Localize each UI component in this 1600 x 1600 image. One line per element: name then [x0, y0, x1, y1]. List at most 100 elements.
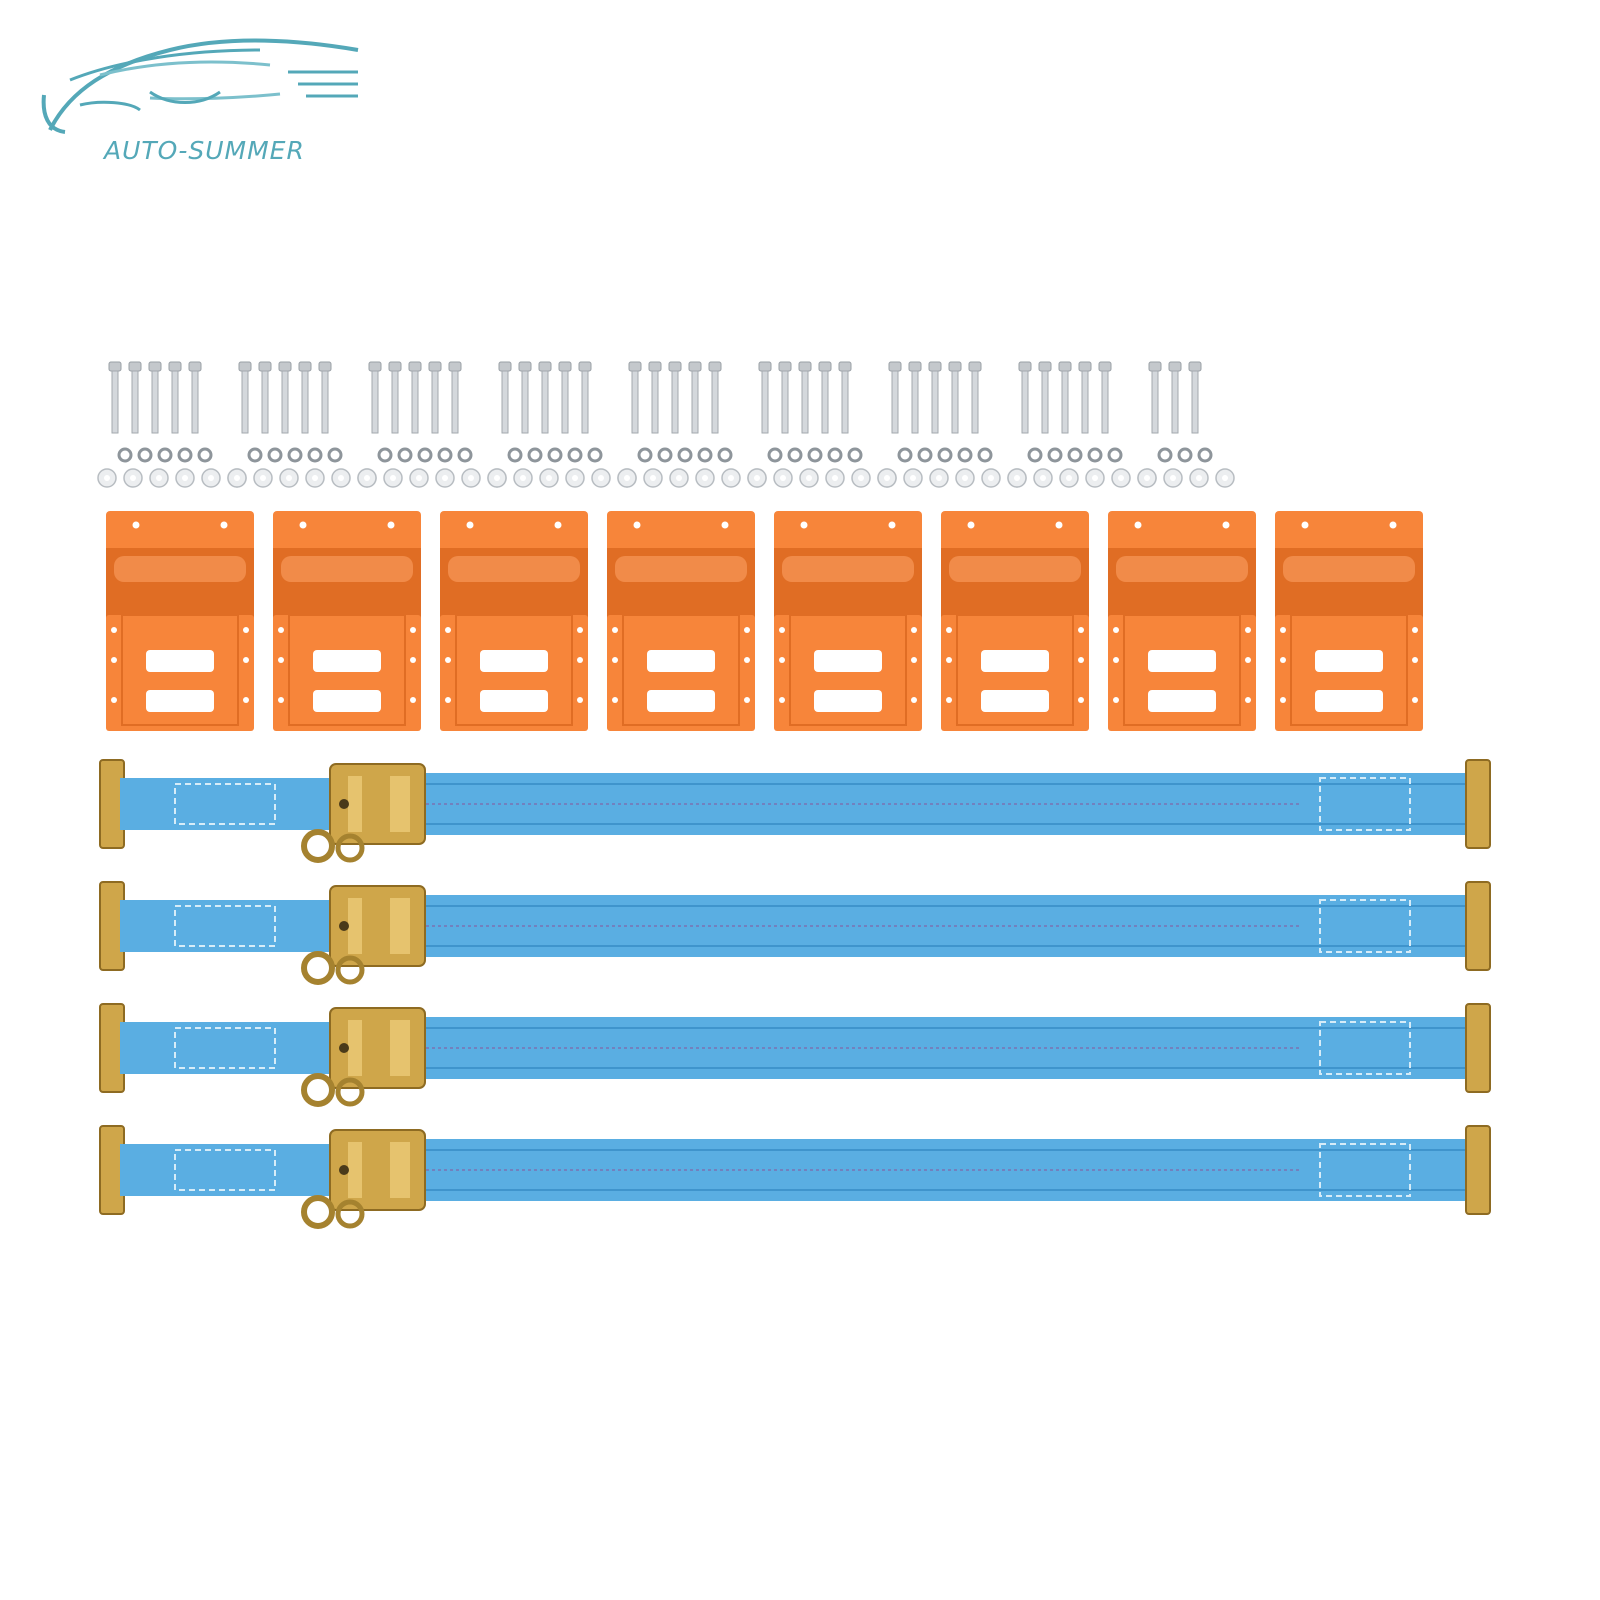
ratchet-strap [99, 759, 1491, 863]
lock-nut [657, 447, 673, 463]
bracket-hole [111, 657, 117, 663]
bolt-group [357, 361, 507, 488]
bracket-inner-frame [121, 614, 239, 726]
bolt-shank [631, 370, 639, 434]
e-track-slot [480, 690, 548, 712]
bracket-hole [744, 697, 750, 703]
ratchet-gear [301, 1195, 335, 1229]
bracket-inner-frame [622, 614, 740, 726]
lock-nut [307, 447, 323, 463]
bolt-head [1038, 361, 1052, 372]
e-track-slot [1148, 650, 1216, 672]
right-e-fitting [1465, 1125, 1491, 1215]
ratchet-gear [301, 951, 335, 985]
bolt-shank [821, 370, 829, 434]
bracket-hole [779, 697, 785, 703]
bracket-highlight [949, 556, 1081, 582]
washer-hole [494, 475, 500, 481]
bracket-hole [1245, 697, 1251, 703]
bolt-head [238, 361, 252, 372]
ratchet-pivot [339, 921, 349, 931]
washer-hole [468, 475, 474, 481]
bolt-head [778, 361, 792, 372]
bolt-shank [171, 370, 179, 434]
orange-bracket [1108, 511, 1256, 731]
bracket-hole [1078, 627, 1084, 633]
lock-nut [197, 447, 213, 463]
bolt-shank [561, 370, 569, 434]
bracket-hole [243, 697, 249, 703]
short-strap-section [120, 778, 345, 830]
bolt-head [1188, 361, 1202, 372]
ratchet-plate [390, 776, 410, 832]
ratchet-pivot [339, 799, 349, 809]
lock-nut [1197, 447, 1213, 463]
bracket-hole [911, 627, 917, 633]
bolt-head [888, 361, 902, 372]
washer-hole [208, 475, 214, 481]
ratchet-gear [335, 955, 365, 985]
bolt-head [148, 361, 162, 372]
bracket-hole [111, 627, 117, 633]
bracket-hole [577, 697, 583, 703]
bracket-inner-frame [1123, 614, 1241, 726]
orange-bracket [607, 511, 755, 731]
washer-hole [884, 475, 890, 481]
bolt-head [428, 361, 442, 372]
bolt-shank [301, 370, 309, 434]
bracket-top-flange [607, 511, 755, 556]
bracket-highlight [782, 556, 914, 582]
ratchet-strap [99, 881, 1491, 985]
bracket-top-flange [106, 511, 254, 556]
bracket-hole [744, 657, 750, 663]
lock-nut [697, 447, 713, 463]
bolt-shank [111, 370, 119, 434]
bolt-head [1058, 361, 1072, 372]
lock-nut [1067, 447, 1083, 463]
stitch-pattern [174, 1149, 276, 1191]
bolt-shank [451, 370, 459, 434]
ratchet-strap [99, 1003, 1491, 1107]
lock-nut [717, 447, 733, 463]
bracket-top-flange [774, 511, 922, 556]
washer-hole [650, 475, 656, 481]
bracket-hole [410, 627, 416, 633]
stitch-pattern [174, 783, 276, 825]
bolt-shank [391, 370, 399, 434]
bolt-head [758, 361, 772, 372]
bracket-top-flange [1275, 511, 1423, 556]
washer-hole [858, 475, 864, 481]
bracket-hole [387, 521, 395, 529]
bracket-hole [946, 657, 952, 663]
ratchet-handle [348, 776, 362, 832]
bracket-hole [779, 627, 785, 633]
bracket-hole [1280, 627, 1286, 633]
washer-hole [546, 475, 552, 481]
bracket-hole [445, 697, 451, 703]
orange-bracket [774, 511, 922, 731]
washer-hole [936, 475, 942, 481]
bolt-head [188, 361, 202, 372]
bracket-hole [1113, 627, 1119, 633]
bolt-shank [1171, 370, 1179, 434]
ratchet-handle [348, 898, 362, 954]
bracket-hole [612, 627, 618, 633]
washer-hole [1170, 475, 1176, 481]
washer-hole [728, 475, 734, 481]
bolt-shank [911, 370, 919, 434]
washer-hole [1040, 475, 1046, 481]
lock-nut [177, 447, 193, 463]
bracket-hole [1301, 521, 1309, 529]
bracket-hole [1222, 521, 1230, 529]
e-track-slot [814, 690, 882, 712]
bracket-hole [779, 657, 785, 663]
bracket-plate [1275, 615, 1423, 731]
bolt-shank [131, 370, 139, 434]
bracket-plate [1108, 615, 1256, 731]
washer-hole [962, 475, 968, 481]
washer-hole [364, 475, 370, 481]
bolt-head [168, 361, 182, 372]
stitch-pattern [174, 1027, 276, 1069]
bolt-shank [1061, 370, 1069, 434]
bolt-head [578, 361, 592, 372]
